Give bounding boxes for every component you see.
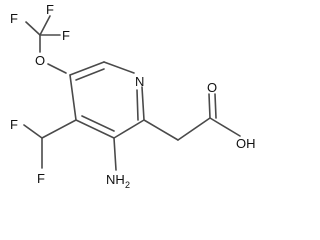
bond-c-o-double-2 [214, 93, 217, 119]
atom-f-chf2-top: F [10, 117, 18, 132]
bond-c5-c6 [69, 61, 105, 76]
bond-c6-n [103, 61, 135, 74]
bond-n-c2 [141, 86, 145, 121]
atom-oh: OH [236, 136, 256, 151]
bond-c3-c4-inner [81, 115, 115, 132]
atom-f-top-mid: F [46, 2, 54, 17]
bond-c4-chf2 [41, 119, 77, 139]
atom-o-carbonyl: O [207, 80, 217, 95]
bond-lines [23, 15, 241, 171]
bond-c-f-topleft [25, 21, 41, 36]
bond-c3-c4 [75, 119, 115, 139]
bond-c2-c3 [113, 119, 145, 139]
bond-c-f-topmid [39, 15, 51, 36]
atom-nh2: NH [106, 172, 125, 187]
bond-c-oh [209, 117, 241, 137]
atom-nh2-subscript: 2 [125, 180, 130, 190]
bond-c3-nh2 [113, 137, 117, 171]
structure-diagram: F F F O N F F NH 2 O OH [10, 2, 256, 190]
atom-f-top-right: F [62, 28, 70, 43]
bond-o-c5 [47, 63, 67, 74]
bond-chf2-f-top [23, 124, 43, 139]
bond-ch2-c [177, 117, 211, 141]
atom-n-ring: N [135, 74, 144, 89]
atom-f-chf2-bottom: F [37, 171, 45, 186]
bond-c4-c5 [69, 74, 77, 121]
atom-labels: F F F O N F F NH 2 O OH [10, 2, 256, 190]
bond-c-o-double-1 [208, 93, 211, 119]
atom-o-ether: O [35, 53, 45, 68]
bond-c5-c6-inner [75, 68, 105, 81]
atom-f-top-left: F [10, 11, 18, 26]
bond-n-c2-inner [136, 89, 139, 121]
bond-c2-ch2 [143, 119, 179, 141]
